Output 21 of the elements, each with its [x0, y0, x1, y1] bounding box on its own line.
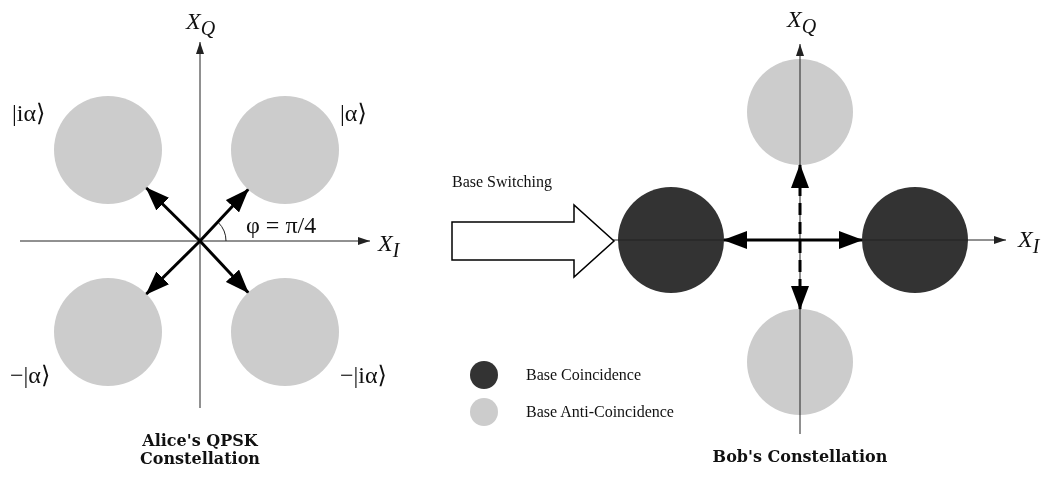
arrow [145, 239, 202, 296]
angle-label: φ = π/4 [246, 212, 317, 239]
arrow [198, 239, 250, 294]
state-label: −|iα⟩ [340, 362, 387, 389]
state-label: −|α⟩ [10, 362, 51, 389]
state-label: |iα⟩ [12, 100, 46, 127]
axis-label: X$_{I}$ [378, 230, 400, 261]
block-arrow [451, 203, 616, 279]
axis-label: X$_{I}$ [1018, 226, 1040, 257]
panel-title: Alice's QPSK Constellation [139, 432, 261, 468]
edge-label: Base Switching [452, 173, 552, 191]
legend-text: Base Anti-Coincidence [526, 403, 674, 421]
state-label: |α⟩ [340, 100, 367, 127]
arrow [145, 186, 202, 243]
axis-label: X$_{Q}$ [186, 8, 216, 39]
arrow [791, 164, 809, 310]
arrow [198, 188, 250, 243]
arrow [723, 231, 863, 249]
axis-label: X$_{Q}$ [787, 6, 817, 37]
panel-title: Bob's Constellation [711, 448, 889, 466]
legend-text: Base Coincidence [526, 366, 642, 384]
